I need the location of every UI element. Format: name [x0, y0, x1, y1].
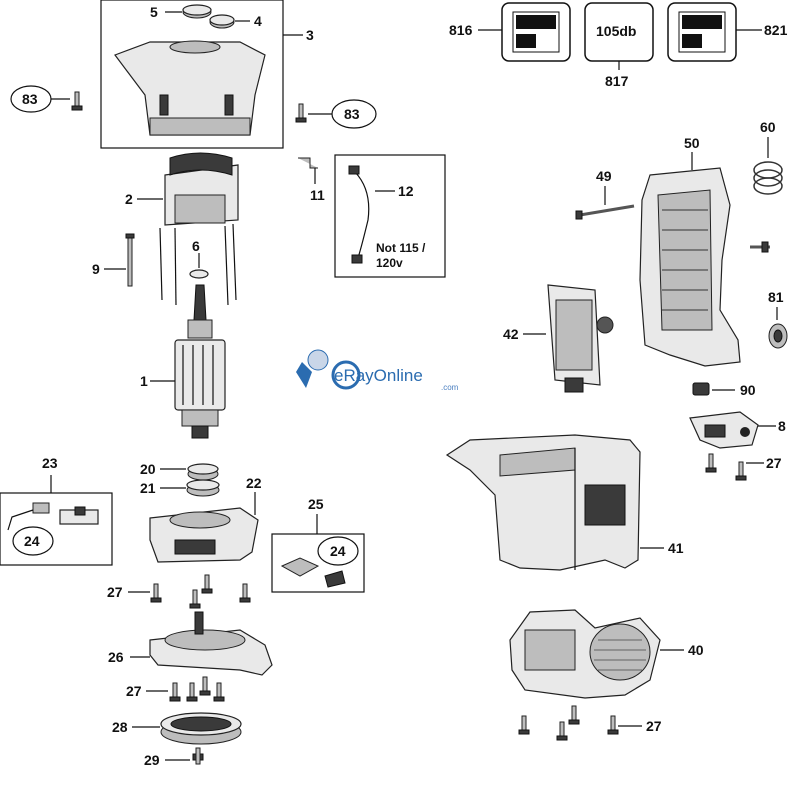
badge-816-block — [516, 34, 536, 48]
part-27-screws-right-lower — [518, 705, 619, 741]
label-24-left: 24 — [24, 533, 40, 549]
label-90: 90 — [740, 382, 756, 398]
label-27-middle: 27 — [107, 584, 123, 600]
part-27-screws-lower — [169, 676, 225, 702]
part-12-box — [334, 154, 446, 278]
label-40: 40 — [688, 642, 704, 658]
badge-816-bar — [516, 15, 556, 29]
part-60-spring — [753, 161, 783, 195]
part-83-screw-right — [295, 103, 307, 123]
part-21-bearing — [186, 479, 220, 497]
part-3-box — [100, 0, 284, 149]
label-4: 4 — [254, 13, 262, 29]
label-21: 21 — [140, 480, 156, 496]
part-11-clip — [298, 157, 318, 169]
note-line-1: Not 115 / — [376, 241, 426, 255]
label-821: 821 — [764, 22, 788, 38]
part-12-cable — [348, 165, 370, 264]
label-60: 60 — [760, 119, 776, 135]
label-25: 25 — [308, 496, 324, 512]
part-25-brush-box — [280, 557, 346, 588]
part-8-cap — [689, 411, 759, 449]
label-83-right: 83 — [344, 106, 360, 122]
label-5: 5 — [150, 4, 158, 20]
part-28-ring — [160, 712, 242, 745]
part-90-switch — [692, 382, 710, 396]
part-25-box — [271, 533, 365, 593]
label-26: 26 — [108, 649, 124, 665]
part-41-cover — [445, 434, 641, 571]
part-26-end-cap — [149, 611, 273, 676]
label-50: 50 — [684, 135, 700, 151]
part-49-screw — [575, 204, 635, 220]
label-2: 2 — [125, 191, 133, 207]
badge-821-block — [682, 34, 702, 48]
note-line-2: 120v — [376, 256, 403, 270]
part-50-handle — [639, 167, 741, 367]
label-49: 49 — [596, 168, 612, 184]
part-22-brush-holder — [149, 507, 259, 563]
label-24-right: 24 — [330, 543, 346, 559]
label-23: 23 — [42, 455, 58, 471]
label-11: 11 — [310, 187, 325, 203]
callout-83-right — [331, 99, 377, 129]
label-9: 9 — [92, 261, 100, 277]
part-20-bearing — [187, 463, 219, 481]
part-2-stator — [159, 152, 239, 306]
part-83-screw-left — [71, 91, 83, 111]
part-5-bearing — [182, 4, 212, 19]
part-27-screws-middle — [150, 574, 251, 609]
callout-24-left — [12, 526, 54, 556]
watermark-logo: eRayOnline .com — [296, 349, 459, 392]
label-8: 8 — [778, 418, 786, 434]
label-28: 28 — [112, 719, 128, 735]
label-81: 81 — [768, 289, 784, 305]
label-83-left: 83 — [22, 91, 38, 107]
part-4-bearing — [209, 14, 235, 29]
part-40-base — [509, 609, 661, 699]
label-42: 42 — [503, 326, 519, 342]
label-817: 817 — [605, 73, 629, 89]
part-81-knob — [768, 323, 788, 349]
watermark-brand: eRayOnline — [334, 366, 423, 385]
part-1-armature — [174, 284, 226, 439]
part-42-switch — [547, 284, 614, 393]
label-22: 22 — [246, 475, 262, 491]
label-1: 1 — [140, 373, 148, 389]
label-27-right-upper: 27 — [766, 455, 782, 471]
part-small-screw — [750, 241, 770, 253]
part-9-long-screw — [125, 233, 135, 287]
part-23-box — [0, 492, 113, 566]
label-29: 29 — [144, 752, 160, 768]
part-29-screw — [192, 747, 204, 765]
label-816: 816 — [449, 22, 473, 38]
callout-24-right — [317, 536, 359, 566]
label-41: 41 — [668, 540, 684, 556]
part-27-screws-right-upper — [705, 453, 747, 481]
label-20: 20 — [140, 461, 156, 477]
watermark-domain: .com — [441, 383, 459, 392]
part-23-brushes — [7, 502, 99, 531]
label-6: 6 — [192, 238, 200, 254]
label-27-right-lower: 27 — [646, 718, 662, 734]
badge-821-bar — [682, 15, 722, 29]
badge-817-text: 105db — [596, 23, 636, 39]
part-3-housing — [114, 40, 266, 136]
label-27-lower: 27 — [126, 683, 142, 699]
label-3: 3 — [306, 27, 314, 43]
label-12: 12 — [398, 183, 414, 199]
part-6-ring — [189, 269, 209, 279]
